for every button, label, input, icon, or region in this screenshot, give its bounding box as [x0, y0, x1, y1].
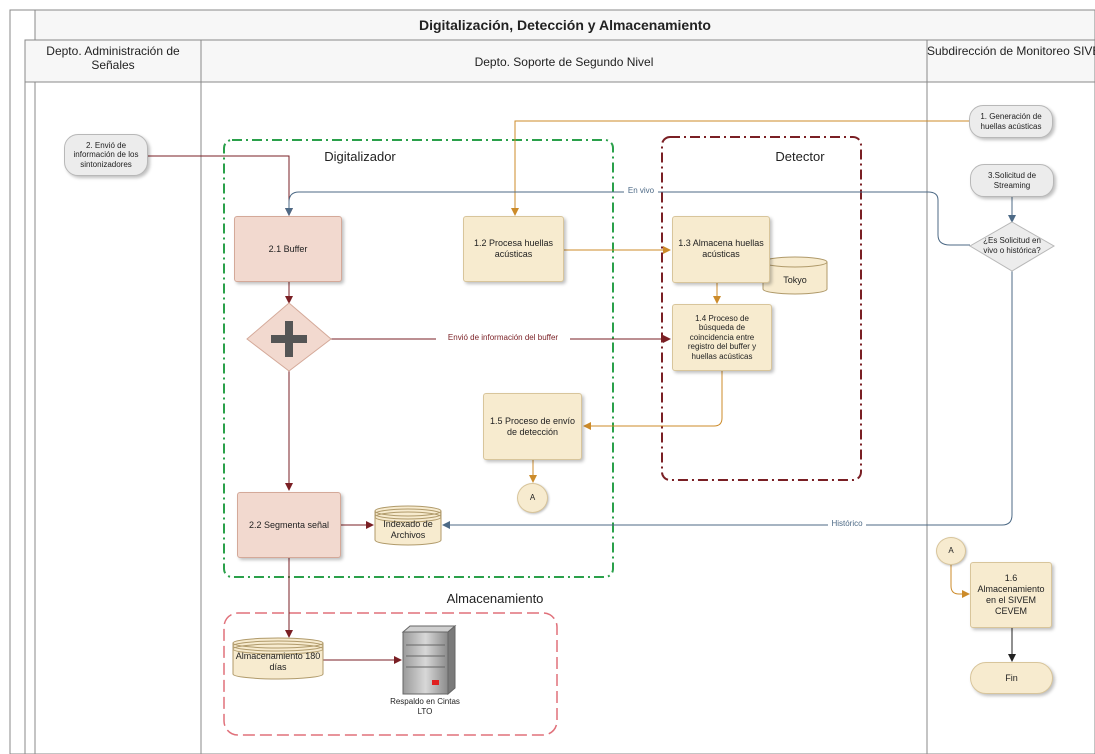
proceso-busqueda-task[interactable]: 1.4 Proceso de búsqueda de coincidencia …: [672, 304, 772, 371]
lane-header-left: Depto. Administración de Señales: [46, 44, 180, 72]
storage-database: [232, 637, 324, 680]
proceso-busqueda-label: 1.4 Proceso de búsqueda de coincidencia …: [687, 313, 757, 361]
diagram-title: Digitalización, Detección y Almacenamien…: [418, 17, 711, 33]
parallel-gateway[interactable]: [246, 302, 332, 372]
tokyo-database: [762, 256, 828, 295]
fin-event[interactable]: Fin: [970, 662, 1053, 694]
buffer-label: 2.1 Buffer: [268, 243, 308, 254]
respaldo-label: Respaldo en Cintas LTO: [390, 697, 460, 716]
indexado-label: Indexado de Archivos: [383, 519, 433, 540]
decision-diamond[interactable]: [969, 221, 1055, 272]
lane-header-right: Subdirección de Monitoreo SIVEM: [927, 45, 1095, 58]
digitalizador-group: [223, 139, 614, 578]
fin-label: Fin: [1005, 672, 1018, 683]
generacion-label: 1. Generación de huellas acústicas: [980, 111, 1042, 131]
connector-a2-label: A: [948, 546, 954, 556]
edge-generacion-to-procesa: [511, 120, 969, 216]
indexado-database: [374, 505, 442, 546]
almacena-huellas-task[interactable]: 1.3 Almacena huellas acústicas: [672, 216, 770, 283]
connector-a1[interactable]: A: [517, 483, 548, 513]
procesa-huellas-task[interactable]: 1.2 Procesa huellas acústicas: [463, 216, 564, 282]
tokyo-label: Tokyo: [783, 274, 807, 285]
decision-label: ¿Es Solicitud en vivo o histórica?: [983, 236, 1041, 255]
edge-label-historico: Histórico: [831, 519, 863, 528]
generacion-event[interactable]: 1. Generación de huellas acústicas: [969, 105, 1053, 138]
almacenamiento-group: [223, 612, 558, 736]
edge-historico: [442, 271, 1013, 529]
digitalizador-label: Digitalizador: [324, 149, 396, 164]
segmenta-task[interactable]: 2.2 Segmenta señal: [237, 492, 341, 558]
edge-label-envio-buffer: Envió de información del buffer: [447, 333, 559, 342]
almacenamiento-sivem-label: 1.6 Almacenamiento en el SIVEM CEVEM: [977, 573, 1045, 616]
almacenamiento-label: Almacenamiento: [446, 591, 544, 606]
almacena-huellas-label: 1.3 Almacena huellas acústicas: [678, 238, 764, 259]
edge-label-en-vivo: En vivo: [627, 186, 655, 195]
procesa-huellas-label: 1.2 Procesa huellas acústicas: [473, 238, 554, 259]
proceso-envio-label: 1.5 Proceso de envío de detección: [489, 415, 576, 437]
segmenta-label: 2.2 Segmenta señal: [248, 519, 330, 530]
solicitud-streaming-label: 3.Solicitud de Streaming: [987, 170, 1037, 190]
envio-info-label: 2. Envió de información de los sintoniza…: [73, 140, 139, 169]
buffer-task[interactable]: 2.1 Buffer: [234, 216, 342, 282]
edge-a-to-sivem: [950, 563, 970, 598]
solicitud-streaming-event[interactable]: 3.Solicitud de Streaming: [970, 164, 1054, 197]
swimlane-frame: [9, 9, 1095, 754]
edge-envio-to-buffer: [146, 155, 293, 216]
envio-info-event[interactable]: 2. Envió de información de los sintoniza…: [64, 134, 148, 176]
detector-label: Detector: [775, 149, 825, 164]
detector-group: [661, 136, 862, 481]
edge-busqueda-to-envio: [583, 371, 723, 430]
almacenamiento-180-label: Almacenamiento 180 días: [235, 651, 321, 672]
edge-en-vivo: [285, 191, 970, 246]
server-icon: [401, 624, 457, 696]
lane-header-middle: Depto. Soporte de Segundo Nivel: [474, 55, 654, 69]
almacenamiento-sivem-task[interactable]: 1.6 Almacenamiento en el SIVEM CEVEM: [970, 562, 1052, 628]
connector-a2[interactable]: A: [936, 537, 966, 565]
connector-a1-label: A: [529, 493, 536, 503]
proceso-envio-task[interactable]: 1.5 Proceso de envío de detección: [483, 393, 582, 460]
